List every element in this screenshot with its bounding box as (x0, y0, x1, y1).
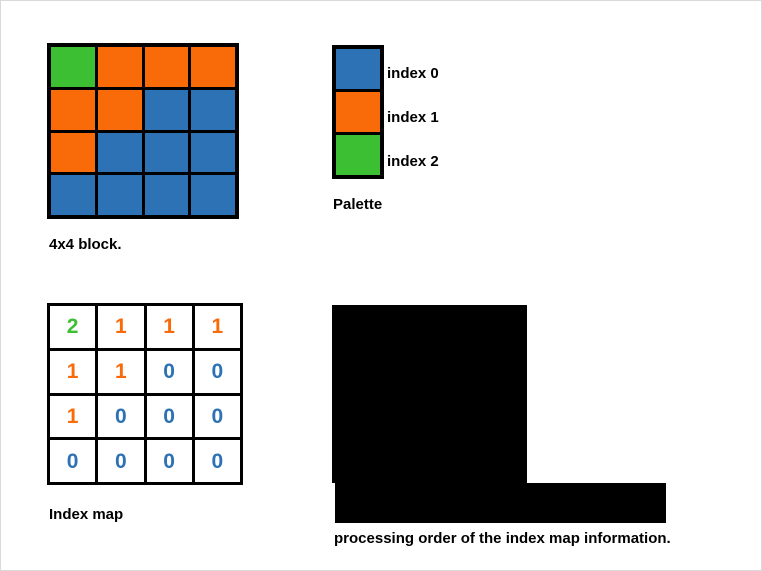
palette-entry-label-1: index 1 (387, 109, 439, 126)
index-map-cell-r1-c2: 0 (146, 350, 192, 393)
index-map-cell-r2-c3: 0 (194, 395, 240, 438)
color-block-cell-r2-c1 (97, 132, 142, 173)
color-block-cell-r1-c2 (144, 89, 189, 130)
color-block-cell-r0-c1 (97, 47, 142, 87)
index-map-cell-r0-c3: 1 (194, 306, 240, 348)
index-map-cell-r0-c2: 1 (146, 306, 192, 348)
index-map-cell-r0-c1: 1 (98, 306, 144, 348)
index-map-caption: Index map (49, 506, 124, 523)
color-block-cell-r3-c0 (51, 175, 95, 215)
palette-caption: Palette (333, 196, 383, 213)
processing-order-redaction-upper (332, 305, 527, 483)
block-caption: 4x4 block. (49, 236, 122, 253)
palette-entry-label-0: index 0 (387, 65, 439, 82)
color-block-cell-r2-c2 (144, 132, 189, 173)
color-block-grid (47, 43, 239, 219)
index-map-cell-r3-c0: 0 (50, 440, 96, 482)
color-block-cell-r0-c2 (144, 47, 189, 87)
index-map-cell-r3-c3: 0 (194, 440, 240, 482)
color-block-cell-r2-c3 (191, 132, 235, 173)
index-map-cell-r1-c0: 1 (50, 350, 96, 393)
color-block-cell-r1-c1 (97, 89, 142, 130)
color-block-cell-r2-c0 (51, 132, 95, 173)
index-map-cell-r1-c1: 1 (98, 350, 144, 393)
index-map-cell-r3-c1: 0 (98, 440, 144, 482)
color-block-cell-r1-c0 (51, 89, 95, 130)
index-map-cell-r2-c1: 0 (98, 395, 144, 438)
index-map-cell-r2-c2: 0 (146, 395, 192, 438)
index-map-cell-r0-c0: 2 (50, 306, 96, 348)
processing-order-redaction-lower (335, 483, 666, 523)
color-block-cell-r3-c2 (144, 175, 189, 215)
palette-swatch-0 (336, 49, 380, 89)
index-map-cell-r3-c2: 0 (146, 440, 192, 482)
palette-swatch-1 (336, 89, 380, 132)
color-block-cell-r1-c3 (191, 89, 235, 130)
color-block-cell-r3-c3 (191, 175, 235, 215)
palette-swatch-2 (336, 132, 380, 175)
color-block-cell-r0-c3 (191, 47, 235, 87)
index-map-cell-r2-c0: 1 (50, 395, 96, 438)
index-map-cell-r1-c3: 0 (194, 350, 240, 393)
processing-order-caption: processing order of the index map inform… (334, 530, 671, 547)
palette-entry-label-2: index 2 (387, 153, 439, 170)
color-block-cell-r3-c1 (97, 175, 142, 215)
color-block-cell-r0-c0 (51, 47, 95, 87)
palette-swatch-column (332, 45, 384, 179)
